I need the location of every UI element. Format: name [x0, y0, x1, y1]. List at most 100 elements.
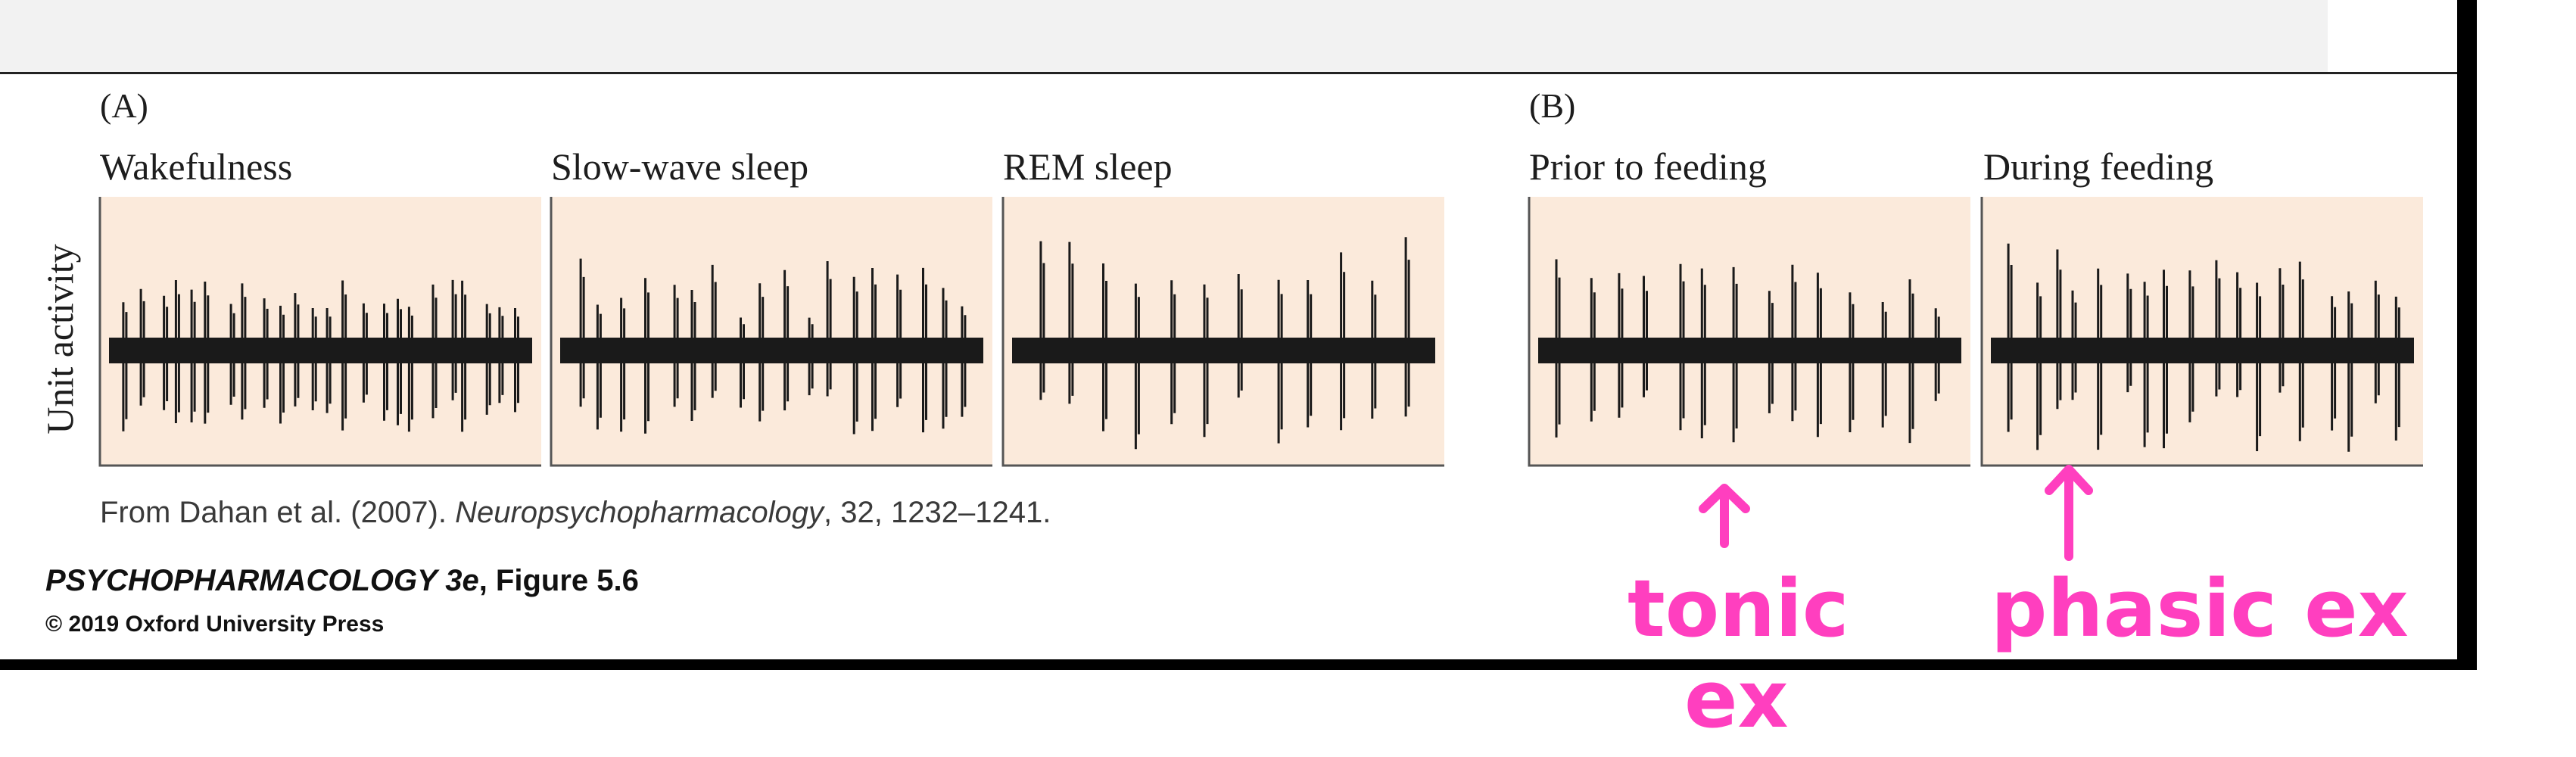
spike-traces — [109, 237, 2414, 452]
caption-book: PSYCHOPHARMACOLOGY 3e — [45, 564, 479, 597]
frame-edge-bottom — [0, 659, 2477, 670]
spike — [1849, 292, 1855, 432]
annotation-tonic-text: tonic — [1628, 562, 1849, 655]
spike — [362, 303, 368, 403]
title-rem-sleep: REM sleep — [1003, 145, 1173, 188]
title-wakefulness: Wakefulness — [100, 145, 292, 188]
spike — [2143, 282, 2149, 447]
spike — [514, 308, 519, 413]
arrow-up-icon — [1699, 484, 1750, 548]
spike — [871, 268, 877, 431]
spike — [922, 267, 927, 433]
trace-baseline-prior-to-feeding — [1538, 338, 1961, 363]
spike — [961, 306, 967, 417]
spike — [174, 280, 180, 423]
spike — [2188, 270, 2194, 422]
spike — [204, 282, 210, 424]
spike — [341, 280, 347, 431]
spike — [1881, 302, 1887, 428]
annotation-tonic: tonic ex — [1628, 484, 1849, 746]
spike — [163, 295, 169, 410]
trace-baseline-slow-wave-sleep — [560, 338, 983, 363]
spike — [1039, 241, 1045, 400]
spike — [2056, 249, 2062, 410]
spike — [1371, 280, 1377, 419]
spike — [1277, 279, 1283, 444]
spike — [1307, 280, 1313, 428]
title-during-feeding: During feeding — [1983, 145, 2213, 188]
spike — [1068, 241, 1074, 404]
spike — [311, 308, 317, 410]
panel-frame-slow-wave-sleep — [550, 197, 992, 467]
spike — [2007, 243, 2013, 432]
source-prefix: From Dahan et al. (2007). — [100, 496, 455, 529]
spike — [241, 283, 247, 420]
spike — [1618, 273, 1624, 418]
spike — [229, 304, 235, 405]
spike — [2097, 268, 2103, 450]
title-prior-to-feeding: Prior to feeding — [1529, 145, 1767, 188]
source-credit: From Dahan et al. (2007). Neuropsychopha… — [100, 496, 1051, 529]
spike — [690, 290, 696, 421]
spike — [808, 317, 814, 396]
spike — [1340, 252, 1346, 431]
spike — [1934, 308, 1940, 401]
spike — [2374, 280, 2380, 403]
frame-edge-right — [2457, 0, 2477, 670]
panel-frame-prior-to-feeding — [1528, 197, 1970, 467]
spike — [461, 280, 467, 432]
spike — [2298, 261, 2304, 441]
spike — [1908, 279, 1914, 444]
spike — [2126, 273, 2132, 393]
spike — [1102, 263, 1107, 431]
spike — [1237, 274, 1243, 398]
trace-baseline-during-feeding — [1991, 338, 2414, 363]
spike — [2394, 296, 2400, 441]
trace-baseline-wakefulness — [109, 338, 532, 363]
spike — [942, 288, 948, 429]
source-journal: Neuropsychopharmacology — [455, 496, 826, 529]
spike — [2347, 291, 2353, 452]
spike — [1768, 291, 1774, 413]
spike — [2163, 269, 2168, 449]
spike — [485, 304, 491, 415]
spike — [758, 283, 765, 422]
trace-baseline-rem-sleep — [1012, 338, 1435, 363]
spike — [383, 304, 388, 421]
spike — [1643, 276, 1648, 397]
spike — [263, 298, 269, 408]
recording-panels — [98, 197, 2423, 467]
spike — [294, 293, 300, 407]
spike — [1404, 237, 1410, 417]
spike — [1134, 283, 1140, 450]
panel-a-letter: (A) — [100, 86, 148, 125]
spike — [826, 261, 832, 397]
spike — [2215, 260, 2221, 397]
spike — [2256, 282, 2262, 451]
panel-b-letter: (B) — [1529, 86, 1575, 125]
spike — [1732, 266, 1738, 443]
spike — [2071, 290, 2077, 400]
spike — [1816, 273, 1822, 438]
spike — [139, 288, 145, 406]
spike — [190, 289, 196, 422]
spike — [2236, 272, 2242, 397]
spike — [1679, 263, 1685, 431]
spike — [122, 302, 128, 431]
spike — [740, 317, 745, 408]
caption-copyright: © 2019 Oxford University Press — [45, 612, 384, 637]
spike — [783, 269, 790, 411]
spike — [896, 274, 902, 407]
spike — [711, 264, 717, 398]
spike — [2279, 268, 2285, 393]
spike — [644, 278, 649, 434]
y-axis-label: Unit activity — [39, 244, 81, 434]
spike — [326, 308, 332, 413]
figure-caption: PSYCHOPHARMACOLOGY 3e, Figure 5.6 — [45, 564, 639, 597]
spike — [397, 298, 402, 425]
annotation-phasic: phasic ex — [1991, 465, 2409, 655]
arrow-up-icon — [2045, 465, 2093, 561]
panel-frame-during-feeding — [1980, 197, 2423, 467]
panel-frame-wakefulness — [98, 197, 541, 467]
